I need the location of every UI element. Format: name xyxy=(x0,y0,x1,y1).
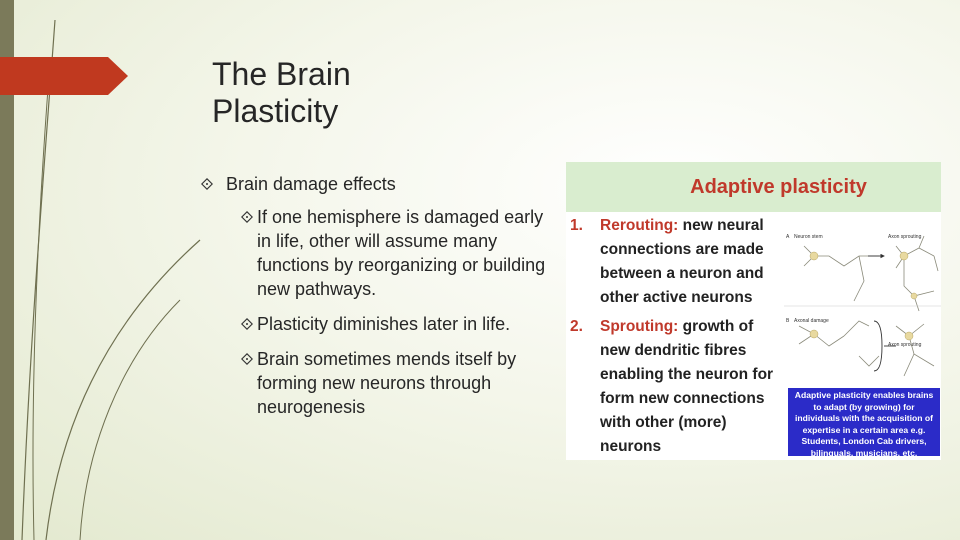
diagram-label-b-right: Axon sprouting xyxy=(888,342,922,348)
item-text: growth of new dendritic fibres enabling … xyxy=(600,318,774,455)
bullet-list: Brain damage effects If one hemisphere i… xyxy=(200,172,550,419)
diagram-label-a-left: Neuron stem xyxy=(794,234,823,240)
sub-bullet: Brain sometimes mends itself by forming … xyxy=(240,347,550,419)
sub-bullet-text: If one hemisphere is damaged early in li… xyxy=(257,207,546,299)
diamond-bullet-icon xyxy=(240,347,254,371)
item-highlight: Sprouting: xyxy=(600,318,679,335)
item-number: 1. xyxy=(570,217,583,234)
item-highlight: Rerouting: xyxy=(600,217,679,234)
bullet-main: Brain damage effects xyxy=(200,172,550,196)
slide-title: The Brain Plasticity xyxy=(212,56,532,130)
diamond-bullet-icon xyxy=(240,312,254,336)
diagram-label-b: B xyxy=(786,318,790,324)
diagram-label-a-right: Axon sprouting xyxy=(888,234,922,240)
callout-box: Adaptive plasticity enables brains to ad… xyxy=(788,388,940,458)
figure-item-sprouting: 2. Sprouting: growth of new dendritic fi… xyxy=(570,315,785,459)
figure-title: Adaptive plasticity xyxy=(690,175,867,198)
figure-item-rerouting: 1. Rerouting: new neural connections are… xyxy=(570,214,785,310)
diagram-label-b-left: Axonal damage xyxy=(794,318,829,324)
title-line-2: Plasticity xyxy=(212,93,339,129)
title-arrow-shape xyxy=(0,57,128,95)
diamond-bullet-icon xyxy=(240,205,254,229)
left-accent-bar xyxy=(0,0,14,540)
title-line-1: The Brain xyxy=(212,56,351,92)
diamond-bullet-icon xyxy=(200,172,214,196)
sub-bullet-text: Plasticity diminishes later in life. xyxy=(257,314,511,334)
item-text: new neural connections are made between … xyxy=(600,217,764,306)
figure-header: Adaptive plasticity xyxy=(566,162,941,212)
neuron-diagram: A Neuron stem Axon sprouting B Axonal da… xyxy=(784,234,941,377)
adaptive-plasticity-figure: Adaptive plasticity 1. Rerouting: new ne… xyxy=(566,162,941,460)
diagram-label-a: A xyxy=(786,234,790,240)
bullet-main-text: Brain damage effects xyxy=(226,174,396,194)
sub-bullet-text: Brain sometimes mends itself by forming … xyxy=(257,349,517,417)
sub-bullet: Plasticity diminishes later in life. xyxy=(240,312,550,336)
item-number: 2. xyxy=(570,318,583,335)
sub-bullet: If one hemisphere is damaged early in li… xyxy=(240,205,550,301)
